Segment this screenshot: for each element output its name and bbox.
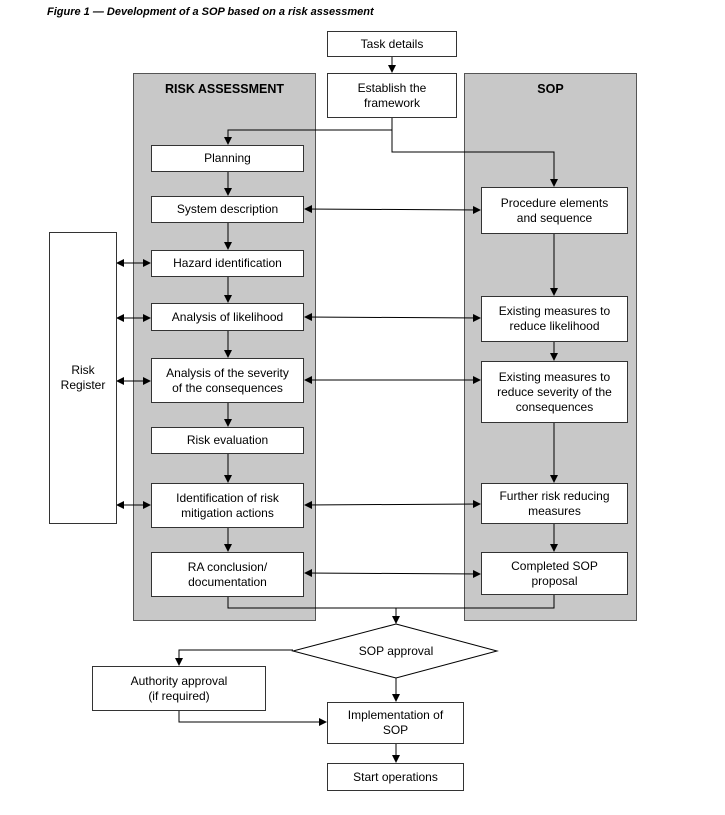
planning-box: Planning bbox=[151, 145, 304, 172]
further-measures-box: Further risk reducing measures bbox=[481, 483, 628, 524]
procedure-elements-box: Procedure elements and sequence bbox=[481, 187, 628, 234]
sop-approval-label: SOP approval bbox=[358, 644, 434, 658]
authority-approval-box: Authority approval (if required) bbox=[92, 666, 266, 711]
line-conclusion-merge bbox=[227, 597, 396, 609]
line-completed-merge bbox=[396, 595, 555, 609]
system-description-box: System description bbox=[151, 196, 304, 223]
measures-severity-box: Existing measures to reduce severity of … bbox=[481, 361, 628, 423]
sop-panel: SOP bbox=[464, 73, 637, 621]
hazard-identification-box: Hazard identification bbox=[151, 250, 304, 277]
arrow-authority-to-implementation bbox=[178, 711, 327, 726]
completed-sop-box: Completed SOP proposal bbox=[481, 552, 628, 595]
sop-title: SOP bbox=[537, 82, 564, 96]
arrow-establish-to-procedure bbox=[391, 130, 558, 187]
analysis-severity-box: Analysis of the severity of the conseque… bbox=[151, 358, 304, 403]
sop-approval-diamond bbox=[291, 623, 499, 679]
risk-register-box: Risk Register bbox=[49, 232, 117, 524]
analysis-likelihood-box: Analysis of likelihood bbox=[151, 303, 304, 331]
start-operations-box: Start operations bbox=[327, 763, 464, 791]
risk-evaluation-box: Risk evaluation bbox=[151, 427, 304, 454]
link-system-procedure bbox=[304, 205, 481, 214]
arrow-establish-to-planning bbox=[224, 118, 393, 145]
arrow-approval-to-authority bbox=[175, 649, 293, 666]
ra-conclusion-box: RA conclusion/ documentation bbox=[151, 552, 304, 597]
risk-assessment-title: RISK ASSESSMENT bbox=[164, 82, 284, 96]
figure-caption: Figure 1 — Development of a SOP based on… bbox=[47, 6, 374, 18]
measures-likelihood-box: Existing measures to reduce likelihood bbox=[481, 296, 628, 342]
implementation-box: Implementation of SOP bbox=[327, 702, 464, 744]
link-conclusion bbox=[304, 569, 481, 578]
task-details-box: Task details bbox=[327, 31, 457, 57]
establish-framework-box: Establish the framework bbox=[327, 73, 457, 118]
link-mitigation bbox=[304, 500, 481, 509]
mitigation-actions-box: Identification of risk mitigation action… bbox=[151, 483, 304, 528]
link-likelihood bbox=[304, 313, 481, 322]
